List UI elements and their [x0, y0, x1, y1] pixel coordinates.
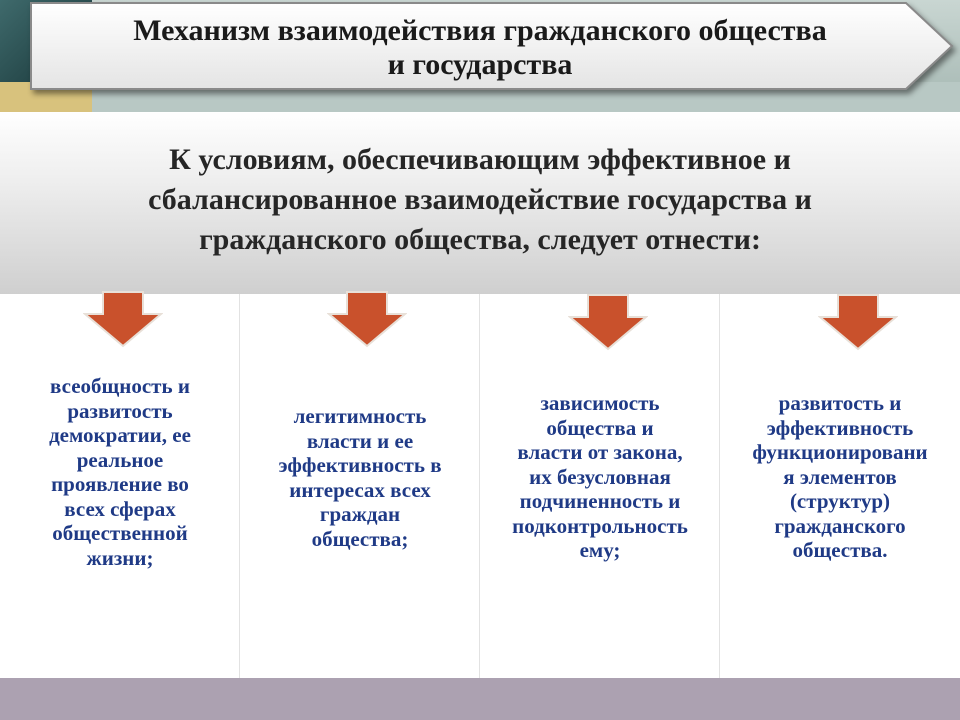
- condition-line: общества;: [311, 526, 409, 551]
- condition-line: зависимость: [540, 391, 660, 415]
- column-divider: [719, 294, 720, 678]
- down-arrow-icon: [83, 291, 163, 348]
- page-title: Механизм взаимодействия гражданского общ…: [30, 14, 930, 82]
- title-line-2: и государства: [387, 48, 573, 81]
- condition-line: развитость: [67, 398, 173, 423]
- intro-line-3: гражданского общества, следует отнести:: [199, 223, 761, 256]
- column-divider: [479, 294, 480, 678]
- condition-line: власти и ее: [306, 428, 414, 453]
- condition-card-democracy: всеобщность и развитость демократии, ее …: [10, 374, 230, 570]
- intro-heading: К условиям, обеспечивающим эффективное и…: [40, 140, 920, 260]
- down-arrow-icon: [327, 291, 407, 348]
- title-banner-shape: [30, 2, 954, 90]
- condition-line: (структур): [789, 489, 891, 513]
- condition-card-rule-of-law: зависимость общества и власти от закона,…: [484, 391, 716, 563]
- column-divider: [239, 294, 240, 678]
- condition-line: реальное: [76, 447, 164, 472]
- condition-line: эффективность в: [278, 453, 442, 477]
- condition-line: интересах всех: [289, 477, 431, 502]
- condition-line: развитость и: [778, 391, 902, 415]
- title-line-1: Механизм взаимодействия гражданского общ…: [133, 14, 827, 47]
- condition-line: всех сферах: [64, 496, 176, 521]
- condition-line: я элементов: [783, 464, 897, 489]
- intro-line-1: К условиям, обеспечивающим эффективное и: [169, 143, 791, 176]
- condition-line: всеобщность и: [50, 374, 190, 398]
- condition-line: их безусловная: [529, 464, 671, 489]
- condition-line: функционировани: [752, 440, 928, 464]
- condition-line: подконтрольность: [512, 513, 688, 538]
- condition-line: легитимность: [293, 404, 427, 428]
- condition-line: гражданского: [774, 513, 906, 538]
- down-arrow-icon: [818, 294, 898, 351]
- condition-line: общества и: [546, 415, 654, 440]
- condition-line: эффективность: [766, 415, 914, 440]
- condition-line: общества.: [792, 538, 888, 562]
- condition-line: жизни;: [86, 545, 154, 570]
- condition-line: подчиненность и: [519, 489, 681, 513]
- condition-line: ему;: [579, 538, 621, 562]
- condition-line: общественной: [52, 521, 188, 545]
- intro-band: [0, 112, 960, 294]
- title-banner: Механизм взаимодействия гражданского общ…: [30, 2, 954, 90]
- condition-line: граждан: [319, 502, 401, 526]
- condition-line: демократии, ее: [49, 423, 191, 447]
- intro-line-2: сбалансированное взаимодействие государс…: [148, 183, 812, 216]
- condition-line: проявление во: [51, 472, 189, 496]
- condition-card-civil-structures: развитость и эффективность функционирова…: [724, 391, 956, 563]
- condition-card-legitimacy: легитимность власти и ее эффективность в…: [248, 404, 472, 551]
- down-arrow-icon: [568, 294, 648, 351]
- condition-line: власти от закона,: [517, 440, 683, 464]
- footer-bar: [0, 678, 960, 720]
